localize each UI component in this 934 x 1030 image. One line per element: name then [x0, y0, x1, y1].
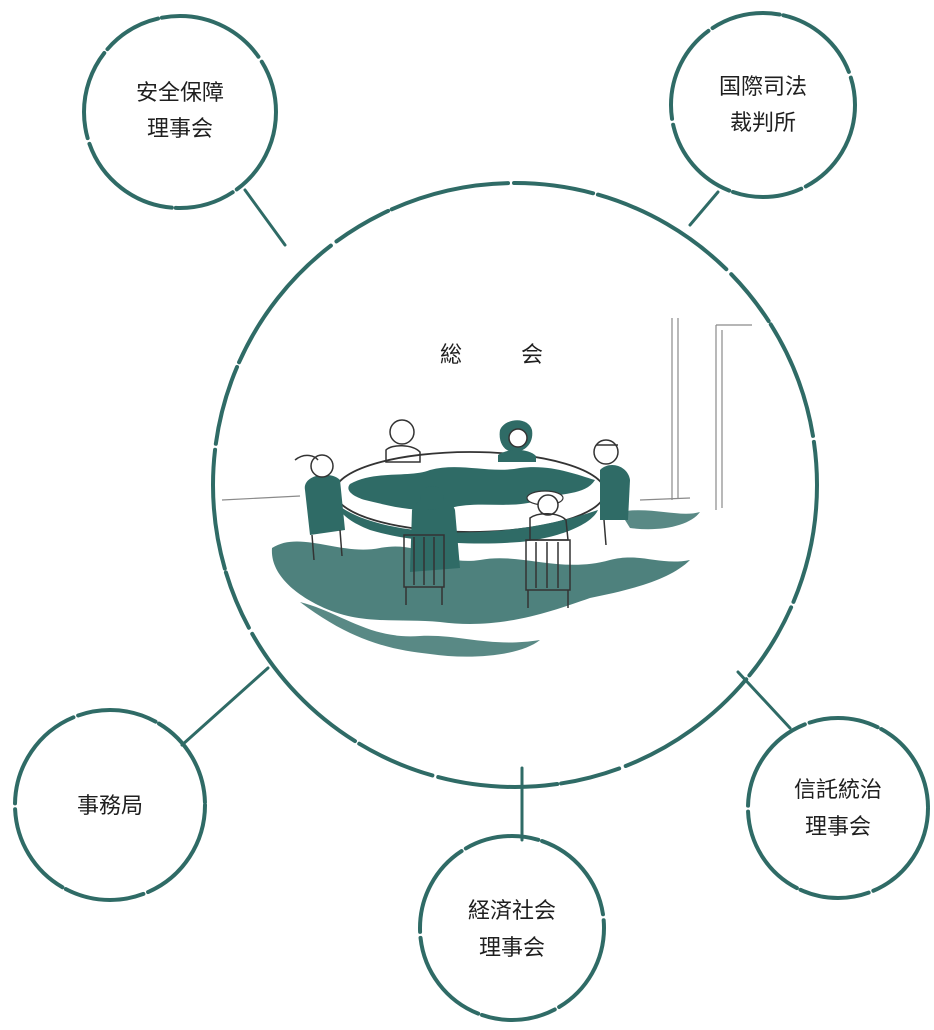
node-circle-trusteeship-council [746, 716, 930, 900]
connector-security-council [243, 188, 287, 247]
assembly-illustration [221, 318, 752, 657]
node-label-economic-social-council-line1: 経済社会 [468, 899, 556, 924]
node-label-trusteeship-council-line1: 信託統治 [794, 778, 882, 803]
node-circle-international-court [669, 11, 857, 199]
node-label-international-court-line2: 裁判所 [730, 111, 796, 136]
delegate-back-center [498, 420, 536, 462]
node-circle-secretariat [13, 708, 207, 902]
delegate-back-left [385, 419, 421, 463]
connector-secretariat [180, 666, 270, 747]
floor-line [639, 497, 691, 501]
chair [525, 539, 571, 591]
floor-shadow [271, 541, 690, 624]
connector-international-court [688, 190, 720, 227]
node-label-secretariat: 事務局 [77, 794, 143, 819]
general-assembly-circle [211, 181, 819, 789]
general-assembly-title-right: 会 [521, 343, 543, 368]
delegate-front-right [525, 494, 571, 608]
chair [403, 534, 445, 588]
general-assembly-title-left: 総 [440, 343, 462, 368]
node-international-court: 国際司法 裁判所 [669, 11, 857, 199]
floor-line [221, 495, 301, 501]
floor-shadow [620, 510, 700, 530]
node-label-security-council-line2: 理事会 [147, 117, 213, 142]
floor-shadow [300, 602, 540, 657]
node-security-council: 安全保障 理事会 [82, 14, 278, 210]
general-assembly-node: 総 会 [211, 181, 819, 789]
node-label-economic-social-council-line2: 理事会 [479, 936, 545, 961]
node-circle-security-council [82, 14, 278, 210]
delegate-front-left [403, 486, 460, 605]
node-label-security-council-line1: 安全保障 [136, 81, 224, 106]
node-trusteeship-council: 信託統治 理事会 [746, 716, 930, 900]
delegate-right [593, 439, 630, 546]
node-circle-economic-social-council [418, 834, 606, 1022]
node-label-trusteeship-council-line2: 理事会 [805, 815, 871, 840]
node-economic-social-council: 経済社会 理事会 [418, 834, 606, 1022]
delegate-left [294, 454, 345, 561]
table-edge-pattern [338, 505, 598, 544]
node-secretariat: 事務局 [13, 708, 207, 902]
node-label-international-court-line1: 国際司法 [719, 75, 807, 100]
